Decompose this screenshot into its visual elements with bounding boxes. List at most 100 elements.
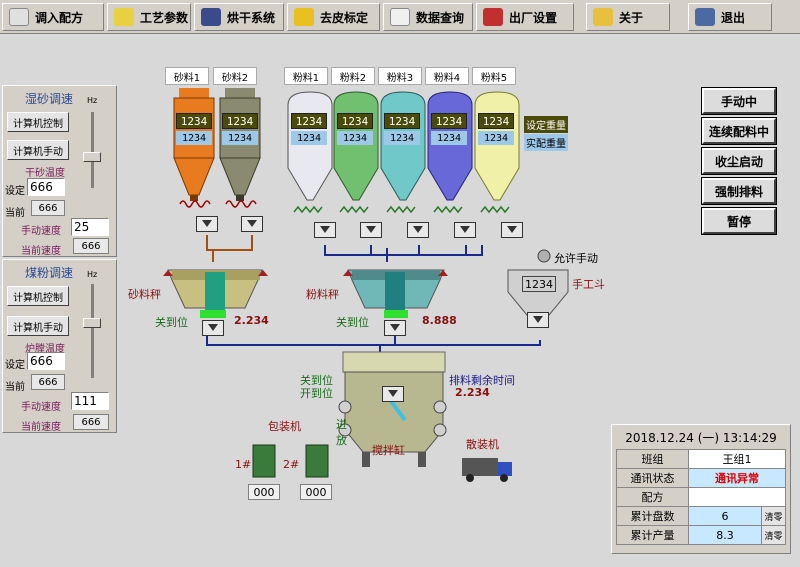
dryer-system-button[interactable]: 烘干系统 — [194, 3, 284, 31]
force-discharge-button[interactable]: 强制排料 — [701, 177, 777, 205]
set-label: 设定 — [5, 360, 25, 371]
factory-settings-button[interactable]: 出厂设置 — [476, 3, 574, 31]
sand-1-label: 砂料1 — [165, 67, 209, 85]
reset-output-button[interactable]: 清零 — [761, 525, 786, 545]
hz-label: Hz — [87, 270, 98, 279]
computer-manual-button[interactable]: 计算机手动 — [7, 316, 69, 336]
packer-1-label: 1# — [235, 458, 252, 471]
legend-actual-weight: 实配重量 — [524, 134, 568, 151]
mixer-tank — [338, 351, 447, 467]
exit-button[interactable]: 退出 — [688, 3, 772, 31]
powder-2-actual-weight: 1234 — [337, 131, 373, 145]
speed-slider-thumb[interactable] — [83, 152, 101, 162]
mixer-name-label: 搅拌缸 — [372, 444, 405, 457]
speed-slider-track — [91, 112, 94, 188]
hz-label: Hz — [87, 96, 98, 105]
powder-2-label: 粉料2 — [331, 67, 375, 85]
current-label: 当前 — [5, 208, 25, 219]
manual-speed-input[interactable]: 25 — [71, 218, 109, 236]
bulk-truck — [462, 458, 512, 482]
computer-control-button[interactable]: 计算机控制 — [7, 286, 69, 306]
mixer-in-label: 进 — [336, 418, 347, 431]
wet-sand-panel: 湿砂调速 Hz 计算机控制 计算机手动 干砂温度 设定 666 当前 666 手… — [2, 85, 117, 257]
manual-speed-label: 手动速度 — [21, 226, 61, 237]
table-row: 通讯状态通讯异常 — [616, 468, 786, 488]
powder-scale-label: 粉料秤 — [306, 288, 339, 301]
info-panel: 2018.12.24 (一) 13:14:29 班组王组1 通讯状态通讯异常 配… — [611, 424, 791, 554]
powder-5-gate[interactable] — [501, 222, 523, 238]
manual-hopper-label: 手工斗 — [572, 278, 605, 291]
powder-2-set-weight: 1234 — [337, 113, 373, 129]
pause-button[interactable]: 暂停 — [701, 207, 777, 235]
powder-scale-gate[interactable] — [384, 320, 406, 336]
remain-time-label: 排料剩余时间 — [449, 374, 515, 387]
mixer-gate[interactable] — [382, 386, 404, 402]
powder-3-actual-weight: 1234 — [384, 131, 420, 145]
dust-collection-button[interactable]: 收尘启动 — [701, 147, 777, 175]
sand-2-actual-weight: 1234 — [222, 131, 258, 145]
tools-icon — [483, 8, 503, 26]
computer-manual-button[interactable]: 计算机手动 — [7, 140, 69, 160]
powder-1-label: 粉料1 — [284, 67, 328, 85]
set-temp-input[interactable]: 666 — [27, 178, 65, 196]
current-temp-value: 666 — [31, 200, 65, 216]
sand-scale-label: 砂料秤 — [128, 288, 161, 301]
powder-5-actual-weight: 1234 — [478, 131, 514, 145]
process-params-button[interactable]: 工艺参数 — [107, 3, 191, 31]
manual-mode-button[interactable]: 手动中 — [701, 87, 777, 115]
table-row: 配方 — [616, 487, 786, 507]
sand-1-gate[interactable] — [196, 216, 218, 232]
sand-scale-gate[interactable] — [202, 320, 224, 336]
powder-2-gate[interactable] — [360, 222, 382, 238]
legend-set-weight: 设定重量 — [524, 116, 568, 133]
powder-scale — [343, 269, 448, 318]
computer-control-button[interactable]: 计算机控制 — [7, 112, 69, 132]
comm-status-value: 通讯异常 — [688, 468, 786, 488]
powder-1-set-weight: 1234 — [291, 113, 327, 129]
coal-panel: 煤粉调速 Hz 计算机控制 计算机手动 炉膛温度 设定 666 当前 666 手… — [2, 259, 117, 433]
sand-2-gate[interactable] — [241, 216, 263, 232]
toolbar: 调入配方 工艺参数 烘干系统 去皮标定 数据查询 出厂设置 关于 退出 — [0, 0, 800, 34]
datetime: 2018.12.24 (一) 13:14:29 — [625, 431, 777, 445]
powder-1-gate[interactable] — [314, 222, 336, 238]
reset-count-button[interactable]: 清零 — [761, 506, 786, 526]
manual-hopper-gate[interactable] — [527, 312, 549, 328]
settings-icon — [114, 8, 134, 26]
manual-speed-label: 手动速度 — [21, 402, 61, 413]
mixer-out-label: 放 — [336, 434, 347, 447]
powder-4-actual-weight: 1234 — [431, 131, 467, 145]
powder-5-set-weight: 1234 — [478, 113, 514, 129]
manual-speed-input[interactable]: 111 — [71, 392, 109, 410]
powder-1-actual-weight: 1234 — [291, 131, 327, 145]
powder-3-set-weight: 1234 — [384, 113, 420, 129]
sand-scale-value: 2.234 — [234, 314, 269, 327]
current-speed-label: 当前速度 — [21, 422, 61, 433]
sand-2-set-weight: 1234 — [222, 113, 258, 129]
current-speed-value: 666 — [73, 238, 109, 254]
packing-machines — [252, 444, 329, 478]
continuous-batching-button[interactable]: 连续配料中 — [701, 117, 777, 145]
powder-silos — [287, 91, 520, 201]
handshake-icon — [593, 8, 613, 26]
data-query-button[interactable]: 数据查询 — [383, 3, 473, 31]
about-button[interactable]: 关于 — [586, 3, 670, 31]
remain-time-value: 2.234 — [455, 386, 490, 399]
speed-slider-thumb[interactable] — [83, 318, 101, 328]
wet-sand-title: 湿砂调速 — [25, 92, 74, 106]
powder-4-set-weight: 1234 — [431, 113, 467, 129]
tare-calibration-button[interactable]: 去皮标定 — [287, 3, 380, 31]
packer-1-count: 000 — [248, 484, 280, 500]
right-button-group: 手动中 连续配料中 收尘启动 强制排料 暂停 — [700, 87, 777, 238]
bulk-machine-label: 散装机 — [466, 438, 499, 451]
set-temp-input[interactable]: 666 — [27, 352, 65, 370]
speed-slider-track — [91, 284, 94, 378]
load-recipe-button[interactable]: 调入配方 — [2, 3, 104, 31]
powder-4-label: 粉料4 — [425, 67, 469, 85]
packer-2-label: 2# — [283, 458, 300, 471]
powder-3-gate[interactable] — [407, 222, 429, 238]
packer-label: 包装机 — [268, 420, 301, 433]
powder-4-gate[interactable] — [454, 222, 476, 238]
